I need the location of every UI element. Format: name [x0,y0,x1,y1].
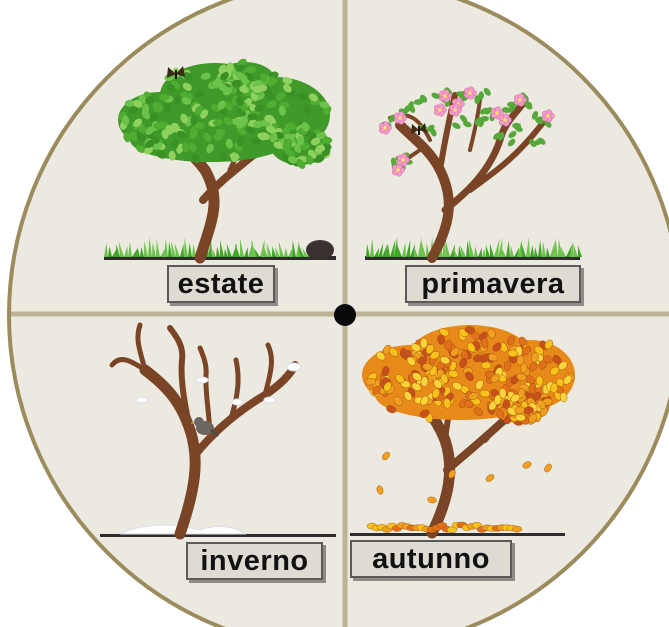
label-primavera: primavera [405,265,581,303]
label-estate: estate [167,265,275,303]
summer-tree [104,58,336,264]
disc-border [7,0,669,627]
autumn-tree [350,325,575,539]
winter-tree [100,322,336,540]
label-autunno: autunno [350,540,512,578]
spring-tree [365,86,582,263]
mole [306,240,334,260]
bird-icon [190,417,219,438]
summer-grass [104,237,312,257]
center-dot [334,304,356,326]
falling-leaves [376,451,552,504]
butterfly-icon [411,123,427,135]
label-inverno: inverno [186,542,323,580]
leaf-pile [366,521,523,533]
butterfly-icon [167,66,185,79]
